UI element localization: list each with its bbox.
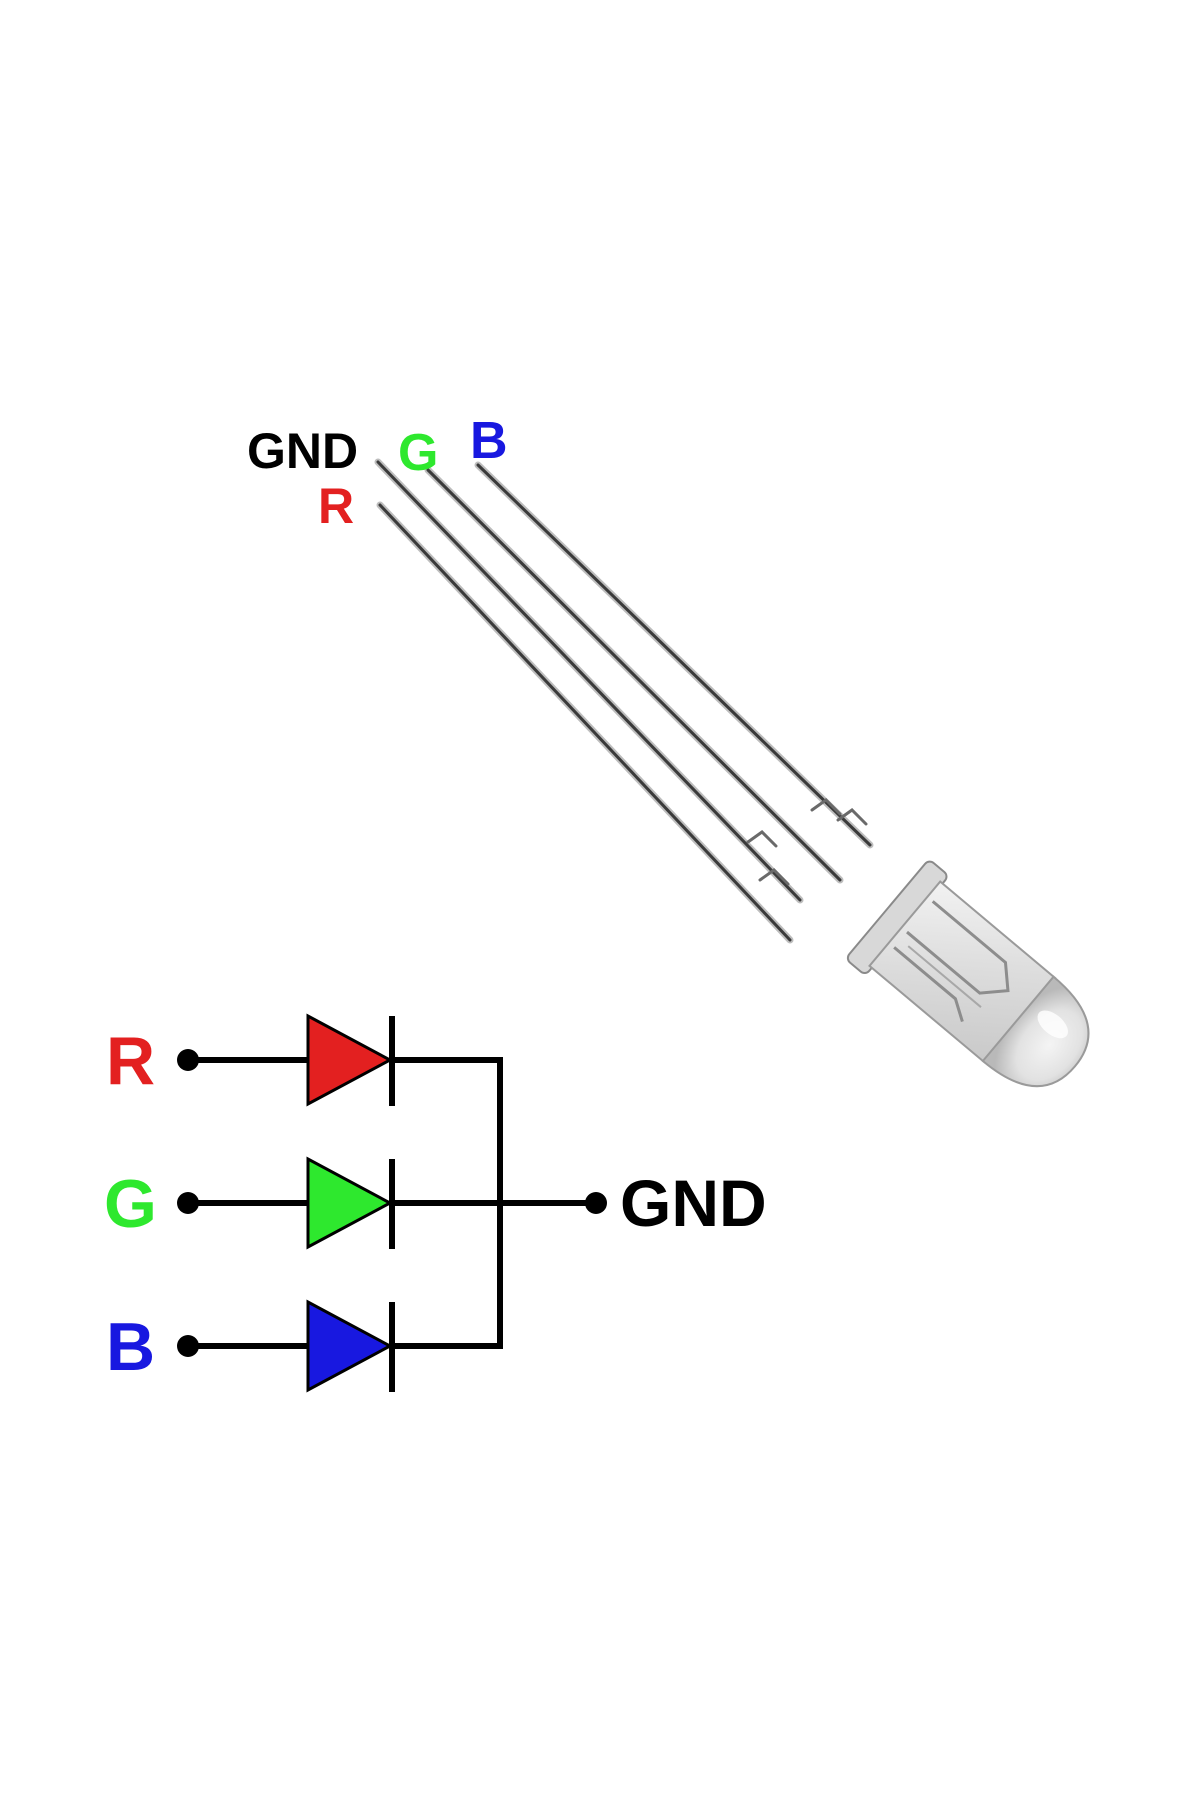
led-photo: GND R G B	[247, 412, 1090, 1088]
led-body	[846, 860, 1090, 1088]
terminal-r	[177, 1049, 199, 1071]
photo-label-gnd: GND	[247, 423, 358, 479]
diode-b	[306, 1299, 394, 1393]
lead-gnd	[374, 458, 804, 904]
terminal-b	[177, 1335, 199, 1357]
branch-r	[177, 1013, 500, 1107]
diode-r	[306, 1013, 394, 1107]
photo-label-g: G	[398, 424, 438, 482]
lead-b	[474, 461, 874, 849]
terminal-gnd	[585, 1192, 607, 1214]
schematic-label-gnd: GND	[620, 1166, 767, 1240]
photo-label-r: R	[318, 478, 354, 534]
led-leads	[374, 458, 874, 944]
schematic-label-b: B	[106, 1309, 155, 1385]
schematic-label-g: G	[104, 1166, 157, 1242]
schematic-label-r: R	[106, 1023, 155, 1099]
diode-g	[306, 1156, 394, 1250]
schematic	[177, 1013, 607, 1393]
photo-label-b: B	[470, 412, 508, 470]
branch-b	[177, 1299, 500, 1393]
lead-g	[424, 466, 844, 884]
lead-r	[376, 501, 794, 944]
branch-g	[177, 1156, 590, 1250]
terminal-g	[177, 1192, 199, 1214]
